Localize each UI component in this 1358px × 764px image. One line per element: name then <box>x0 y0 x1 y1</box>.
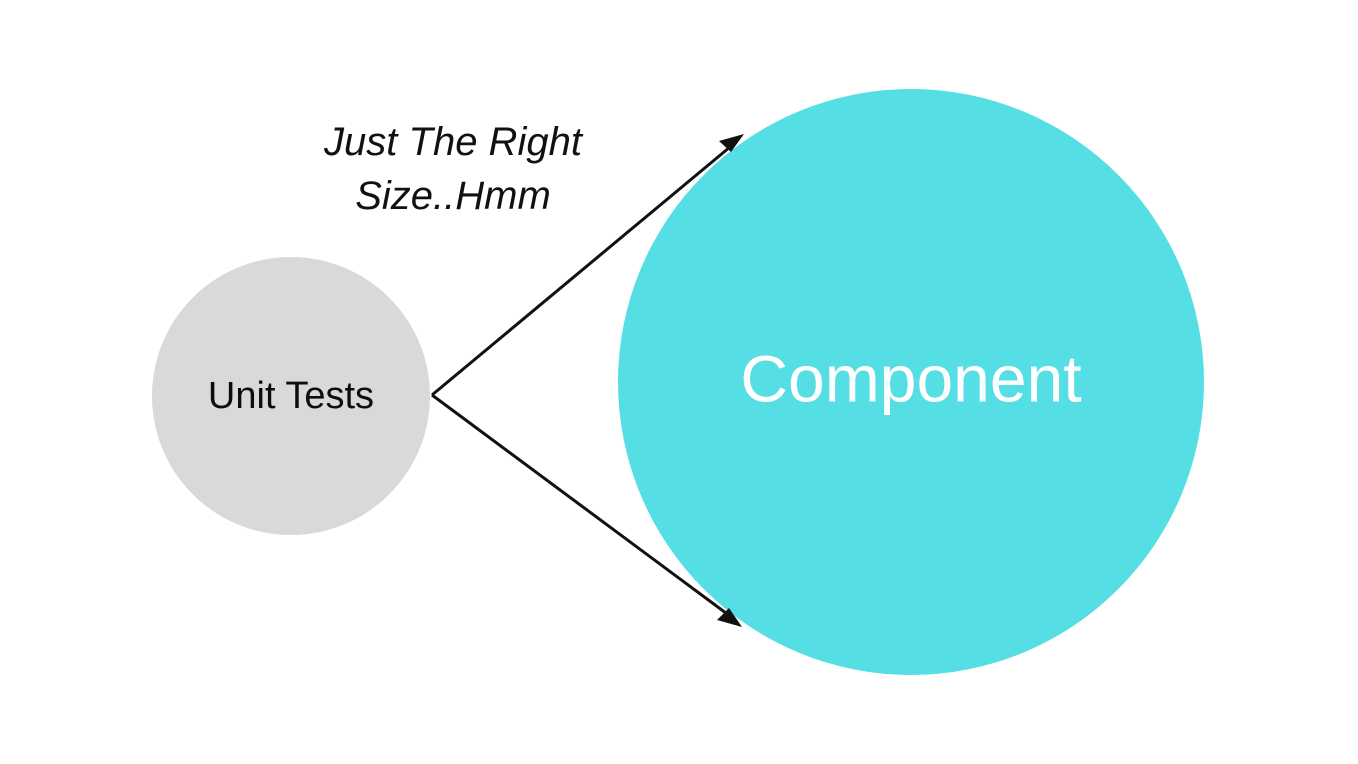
edge-upper-arrow[interactable] <box>431 134 744 397</box>
edge-lower-arrow[interactable] <box>431 393 742 627</box>
edge-annotation-line-2: Size..Hmm <box>355 174 551 218</box>
edge-upper-line <box>431 140 737 397</box>
edge-lower-line <box>431 393 735 621</box>
unit-tests-circle-shape <box>152 257 430 535</box>
node-unit-tests[interactable]: Unit Tests <box>152 257 430 535</box>
edge-upper-arrowhead-icon <box>719 134 744 152</box>
component-label: Component <box>740 341 1081 415</box>
edge-annotation-line-1: Just The Right <box>323 120 584 164</box>
edge-annotation: Just The Right Size..Hmm <box>323 120 584 218</box>
edge-lower-arrowhead-icon <box>717 608 742 627</box>
component-circle-shape <box>618 89 1204 675</box>
node-component[interactable]: Component <box>618 89 1204 675</box>
unit-tests-label: Unit Tests <box>208 375 374 417</box>
